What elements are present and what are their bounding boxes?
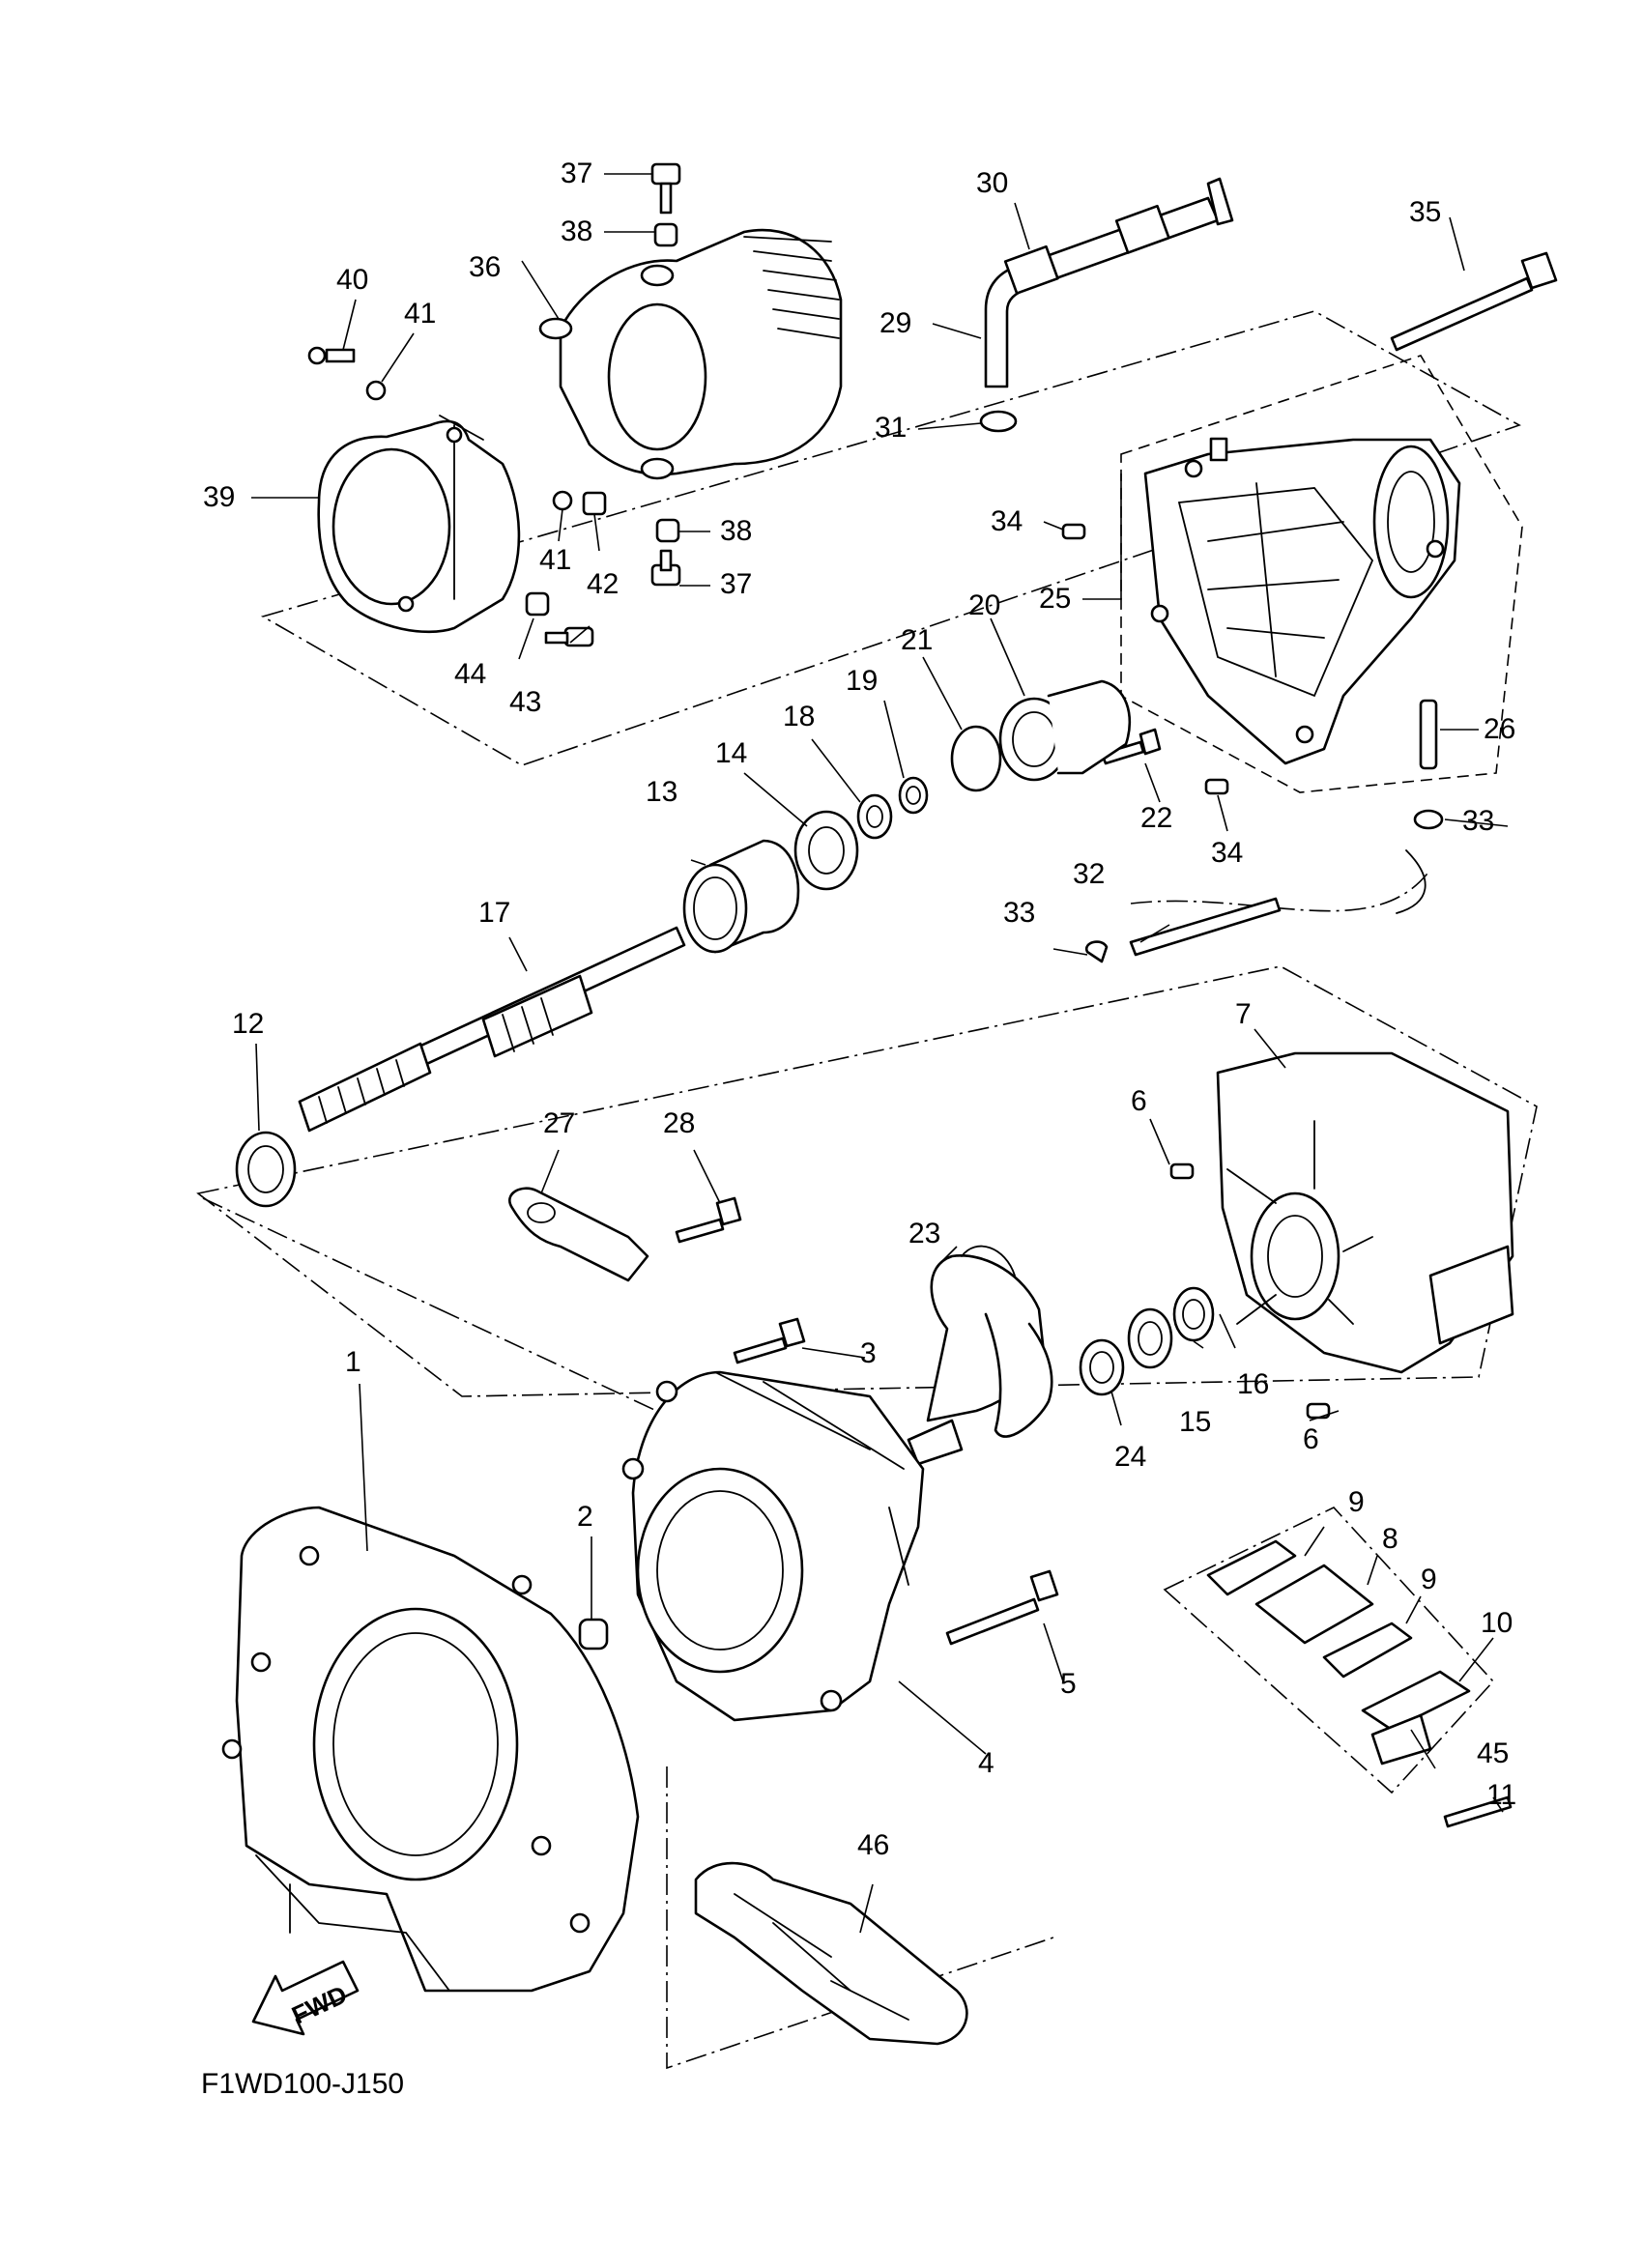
callout-1: 1 [345,1346,361,1378]
callout-30: 30 [976,167,1009,199]
callout-11: 11 [1486,1779,1517,1811]
callout-5: 5 [1060,1668,1077,1700]
callout-38a: 38 [561,215,593,247]
part-25-pump-housing [1143,437,1461,765]
callout-13: 13 [646,776,678,808]
callout-45: 45 [1477,1737,1510,1769]
callout-14: 14 [715,737,748,769]
part-35-bolt [1390,251,1558,352]
part-27-28-bracket [508,1187,742,1282]
callout-9a: 9 [1348,1486,1365,1518]
callout-34b: 34 [1211,837,1244,869]
part-1-intake-duct [221,1506,640,1993]
part-2-3-5-fasteners [578,1317,1059,1651]
callout-12: 12 [232,1008,265,1040]
part-26-32-33-hose [1084,699,1444,963]
callout-39: 39 [203,481,236,513]
part-17-drive-shaft [298,926,686,1133]
part-23-impeller [907,1245,1053,1466]
centerline-main [202,1197,668,1417]
callout-9b: 9 [1421,1564,1437,1595]
leader-lines [251,173,1509,1934]
callout-8: 8 [1382,1523,1398,1555]
callout-7: 7 [1235,998,1252,1030]
callout-41b: 41 [539,544,572,576]
callout-10: 10 [1481,1607,1513,1639]
group-outline-upper [260,310,1521,766]
callout-22: 22 [1140,802,1173,834]
fwd-direction-arrow: FWD [251,1960,360,2036]
group-outline-middle [196,965,1538,1397]
callout-18: 18 [783,701,816,732]
part-46-plate [694,1861,968,2046]
part-15-16-24-rings [1079,1286,1215,1396]
callout-16: 16 [1237,1368,1270,1400]
part-39-cover [317,415,521,634]
callout-23: 23 [908,1218,941,1249]
callout-6a: 6 [1131,1085,1147,1117]
callout-37a: 37 [561,158,593,189]
callout-38b: 38 [720,515,753,547]
callout-17: 17 [478,897,511,929]
callout-4: 4 [978,1747,994,1779]
callout-34a: 34 [991,505,1023,537]
callout-2: 2 [577,1501,593,1533]
callout-26: 26 [1484,713,1516,745]
callout-21: 21 [901,624,934,656]
callout-35: 35 [1409,196,1442,228]
callout-42: 42 [587,568,620,600]
callout-24: 24 [1114,1441,1147,1473]
part-36-housing [538,228,843,480]
part-20-seal-housing [998,679,1132,782]
part-21-o-ring [950,725,1002,792]
part-7-impeller-housing [1169,1051,1514,1420]
part-12-bearing [235,1131,297,1208]
callout-33b: 33 [1462,805,1495,837]
callout-37b: 37 [720,568,753,600]
callout-27: 27 [543,1107,576,1139]
callout-32: 32 [1073,858,1106,890]
part-4-duct [621,1370,925,1722]
callout-28: 28 [663,1107,696,1139]
callout-41a: 41 [404,298,437,330]
small-hardware-upper [307,162,681,647]
callout-29: 29 [879,307,912,339]
callout-40: 40 [336,264,369,296]
callout-43: 43 [509,686,542,718]
callout-31: 31 [875,412,908,444]
callout-36: 36 [469,251,502,283]
callout-6b: 6 [1303,1423,1319,1455]
group-outline-right [1163,1507,1495,1794]
callout-3: 3 [860,1337,877,1369]
callout-44: 44 [454,658,487,690]
diagram-code: F1WD100-J150 [201,2068,405,2100]
callout-25: 25 [1039,583,1072,615]
hose-centerline [1130,869,1431,912]
callout-19: 19 [846,665,879,697]
part-13-sleeve [682,839,800,954]
part-8-9-10-plates [1206,1539,1513,1828]
callout-33a: 33 [1003,897,1036,929]
part-29-30-pipe [979,177,1234,433]
part-22-34-fasteners [1061,523,1229,795]
part-14-18-19-bearings [793,776,929,891]
callout-46: 46 [857,1829,890,1861]
callout-15: 15 [1179,1406,1212,1438]
callout-20: 20 [968,589,1001,621]
